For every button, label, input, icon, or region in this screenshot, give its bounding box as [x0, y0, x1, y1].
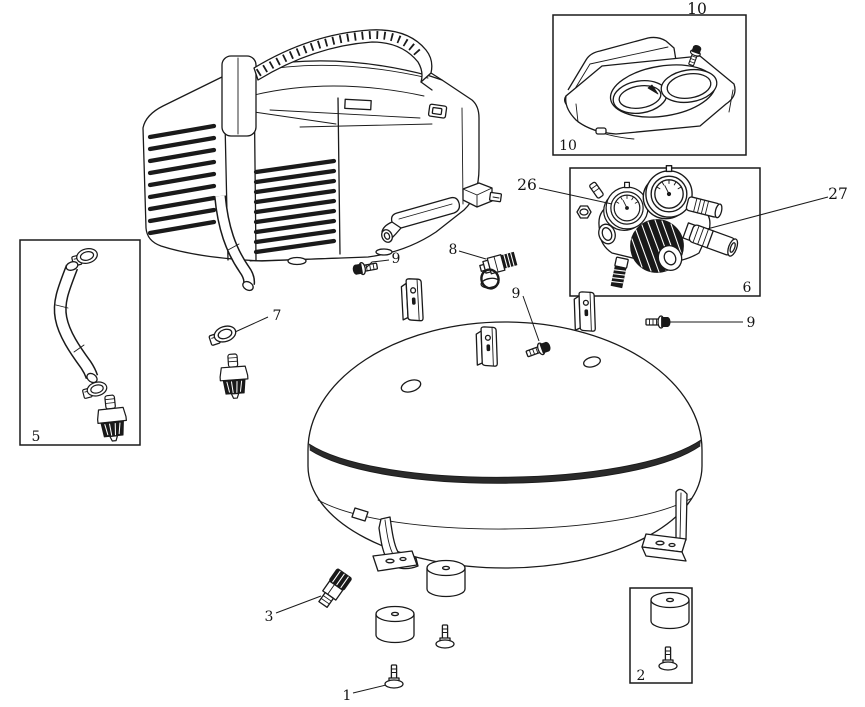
leader-1 [352, 684, 387, 694]
callouts: 10 10 26 27 6 5 9 8 9 9 7 3 1 2 [32, 0, 848, 704]
mounting-bracket [400, 278, 424, 322]
tank-weld-seam [309, 440, 701, 484]
quick-coupler-upper [685, 196, 723, 219]
rubber-foot-b [375, 605, 415, 644]
handle-vent-slits [255, 30, 424, 77]
rubber-foot-boxed [650, 591, 690, 630]
leader-3 [275, 595, 322, 614]
box-6-border [569, 167, 761, 297]
safety-valve-8 [479, 251, 518, 290]
quick-coupler-lower [682, 222, 739, 257]
rubber-foot-a [426, 559, 466, 598]
barb-fitting [589, 181, 604, 199]
pressure-gauge-right [642, 164, 693, 220]
power-switch [427, 103, 448, 119]
regulator-knob [630, 219, 684, 273]
valve-pull-ring [480, 268, 500, 290]
callout-9-center: 9 [512, 286, 521, 302]
box-10-border [552, 14, 747, 156]
callout-9-left: 9 [392, 251, 401, 267]
leader-27 [706, 196, 829, 230]
hex-nut [576, 205, 592, 219]
leader-7 [234, 316, 269, 333]
inset-box-6 [569, 164, 761, 297]
outlet-tube [381, 196, 461, 243]
drain-tube [214, 195, 256, 292]
pump-assembly [142, 29, 503, 292]
callout-assembly-10: 10 [687, 0, 707, 18]
leader-9-left [365, 259, 390, 269]
drain-valve-3 [318, 568, 352, 608]
reducer-fitting [217, 352, 250, 400]
tank-tab [351, 507, 369, 522]
pump-housing-outline [142, 60, 480, 262]
callout-1: 1 [343, 688, 352, 704]
callout-box-10: 10 [559, 138, 577, 154]
inset-box-5 [19, 239, 141, 446]
tank-shell [307, 321, 703, 569]
callout-7: 7 [273, 308, 282, 324]
vent-louvers-left [147, 123, 217, 236]
outlet-hose [53, 261, 99, 384]
hose-clamp-7 [206, 322, 239, 347]
tank-port [583, 356, 601, 368]
mounting-bracket [573, 291, 596, 332]
regulator-manifold [576, 164, 739, 289]
box-2-border [629, 587, 693, 684]
foot-bolt-boxed [658, 646, 678, 671]
mounting-bracket [475, 326, 498, 367]
gauge-console-cover [564, 36, 736, 140]
hose-clamp-mid [80, 379, 109, 400]
foot-screw [435, 624, 455, 649]
box-5-border [19, 239, 141, 446]
inset-box-2 [629, 587, 693, 684]
screw-9-right [645, 315, 671, 329]
inset-box-10 [552, 14, 747, 156]
callout-26: 26 [517, 176, 537, 194]
carry-handle [221, 29, 443, 137]
bolt-1 [384, 664, 404, 689]
check-valve-fitting [94, 393, 129, 443]
leader-26 [538, 187, 613, 205]
leader-9-center [522, 295, 540, 342]
leader-8 [458, 250, 487, 260]
vent-louvers-right [253, 158, 337, 255]
tank-foot-right [641, 488, 688, 562]
o-ring [598, 223, 616, 245]
callout-8: 8 [449, 242, 458, 258]
tank-foot-left [372, 516, 419, 572]
leader-lines [234, 187, 829, 694]
callout-box-6: 6 [743, 280, 752, 296]
callout-27: 27 [828, 185, 848, 203]
pressure-gauge-left [603, 181, 649, 231]
callout-3: 3 [265, 609, 274, 625]
tank-port [400, 379, 422, 393]
callout-9-right: 9 [747, 315, 756, 331]
callout-box-2: 2 [637, 668, 646, 684]
pressure-switch [462, 182, 503, 208]
screw-9-left [351, 259, 379, 277]
threaded-nipple [610, 256, 629, 289]
air-tank [307, 277, 703, 572]
callout-box-5: 5 [32, 429, 41, 445]
